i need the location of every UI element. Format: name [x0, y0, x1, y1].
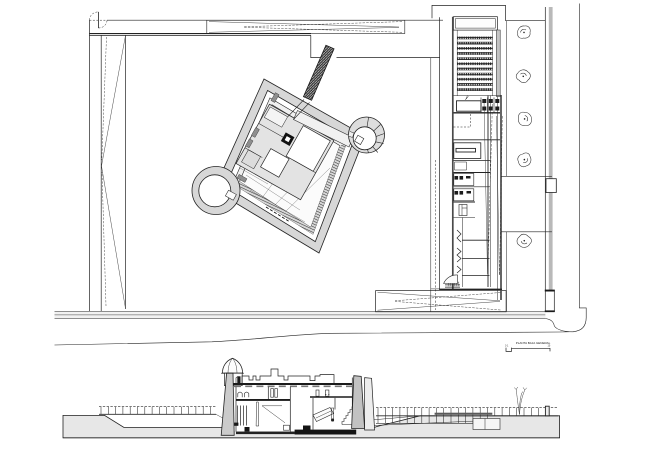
svg-text:PLANTA BAJA GENERAL: PLANTA BAJA GENERAL	[516, 341, 551, 345]
svg-text:0 1: 0 1	[505, 345, 509, 348]
svg-text:10: 10	[548, 345, 551, 348]
